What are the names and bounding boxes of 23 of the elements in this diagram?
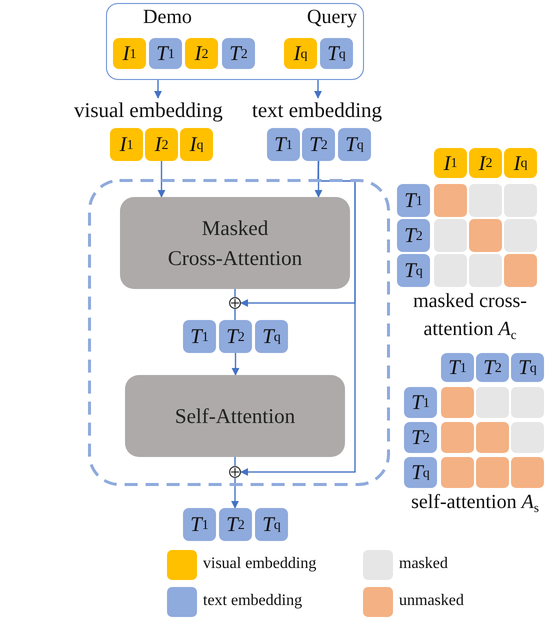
attention-layer-frame xyxy=(88,179,390,486)
arrow xyxy=(240,160,356,476)
legend-label: unmasked xyxy=(399,592,464,610)
embedding-label: text embedding xyxy=(252,98,396,124)
arrow xyxy=(231,478,239,509)
arrow xyxy=(154,80,162,99)
attention-block: Masked Cross-Attention xyxy=(120,197,350,289)
add-operator-icon xyxy=(229,466,241,478)
legend-label: visual embedding xyxy=(203,555,316,573)
attention-block: Self-Attention xyxy=(125,375,345,457)
group-heading: Query xyxy=(307,6,357,29)
embedding-label: visual embedding xyxy=(74,98,242,124)
input-panel xyxy=(106,3,364,80)
legend-label: text embedding xyxy=(203,592,302,610)
legend-label: masked xyxy=(399,555,448,573)
arrow xyxy=(158,161,166,198)
matrix-caption: masked cross-attention A$_{c}$ xyxy=(412,289,528,343)
arrow xyxy=(314,80,322,99)
arrow xyxy=(232,353,240,376)
connector-line xyxy=(234,309,236,320)
group-heading: Demo xyxy=(143,6,192,29)
matrix-caption: self-attention A$_{s}$ xyxy=(410,490,540,516)
add-operator-icon xyxy=(229,297,241,309)
